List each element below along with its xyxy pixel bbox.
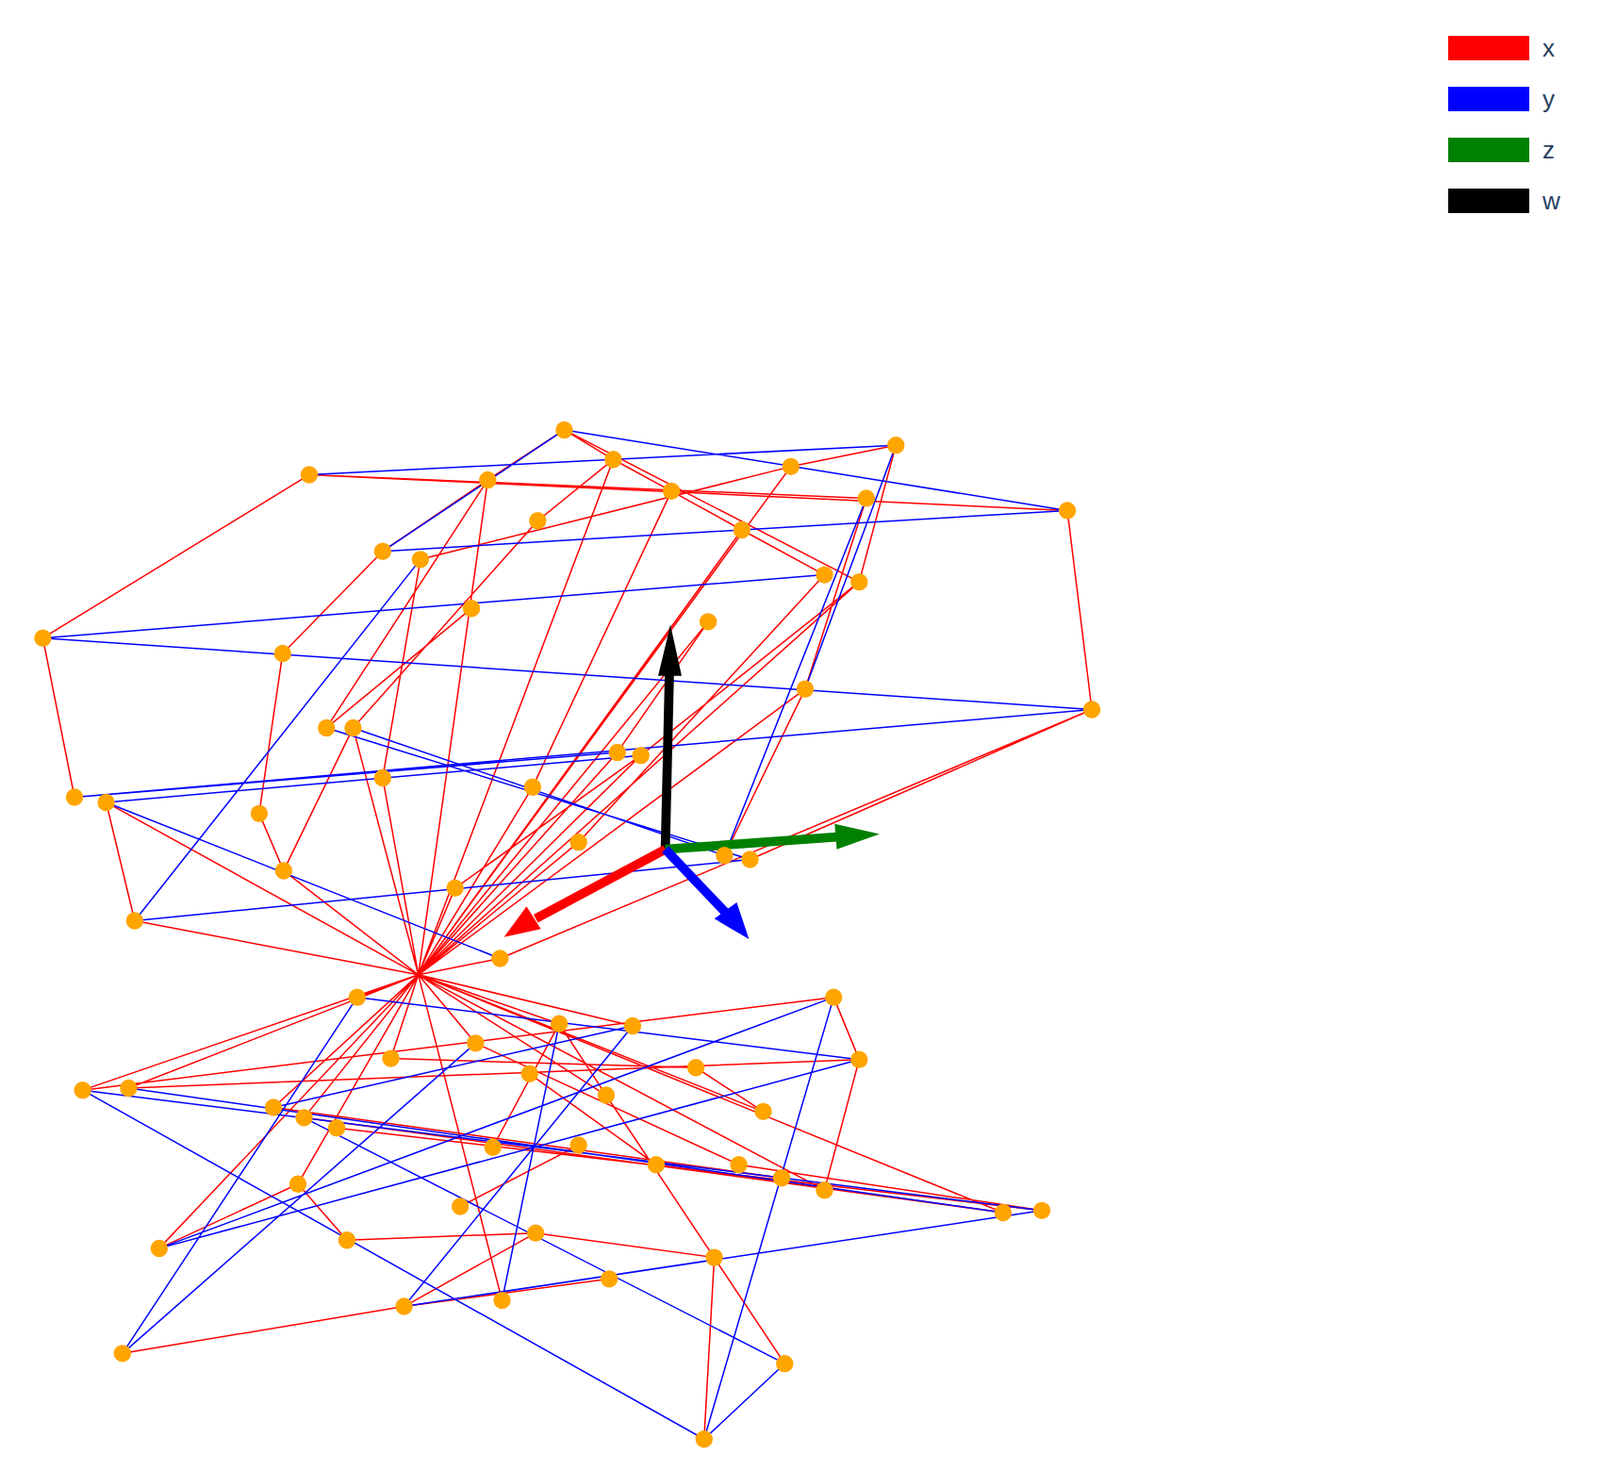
w-axis xyxy=(665,674,670,850)
axes xyxy=(504,625,880,940)
z-axis xyxy=(665,837,838,850)
red-edges xyxy=(42,429,1092,1439)
z-arrowhead xyxy=(834,824,880,850)
legend-entry: x xyxy=(1448,22,1561,74)
legend-label: w xyxy=(1542,188,1561,214)
legend-entry: w xyxy=(1448,175,1561,227)
legend-swatch xyxy=(1448,35,1530,61)
legend-swatch xyxy=(1448,188,1530,214)
legend-entry: y xyxy=(1448,73,1561,125)
legend-label: x xyxy=(1542,35,1555,61)
y-arrowhead xyxy=(714,902,750,940)
legend-label: z xyxy=(1542,137,1555,163)
legend: xyzw xyxy=(1448,22,1561,227)
legend-swatch xyxy=(1448,86,1530,112)
legend-label: y xyxy=(1542,86,1555,112)
x-arrowhead xyxy=(504,906,542,937)
w-arrowhead xyxy=(658,625,682,677)
blue-edges xyxy=(42,429,1092,1439)
legend-swatch xyxy=(1448,137,1530,163)
edges xyxy=(42,429,1092,1439)
graph-vertices xyxy=(42,429,1092,1439)
x-axis xyxy=(535,849,665,920)
legend-entry: z xyxy=(1448,124,1561,176)
